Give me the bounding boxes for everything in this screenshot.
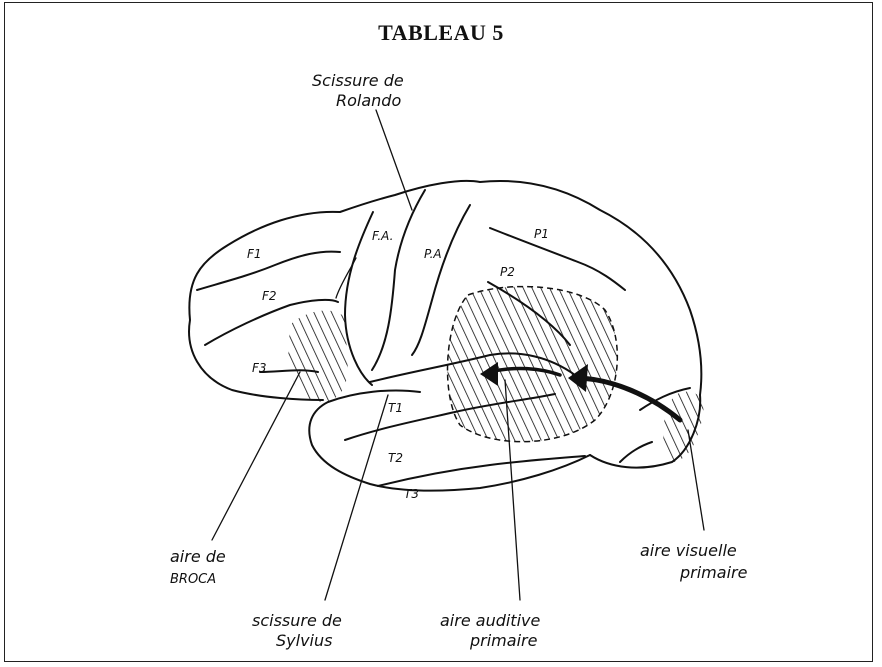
broca-area-hatch — [288, 311, 348, 402]
sylvius-label-line2: Sylvius — [276, 631, 332, 650]
region-t3: T3 — [404, 487, 419, 501]
region-t1: T1 — [388, 401, 403, 415]
broca-label-line2: BROCA — [170, 572, 216, 587]
sylvius-label-line1: scissure de — [252, 611, 342, 630]
brain-outline — [189, 181, 701, 491]
frontal-sulcus-3 — [260, 370, 318, 372]
visuelle-label-line1: aire visuelle — [640, 541, 737, 560]
sylvius-leader — [325, 395, 388, 600]
auditive-label-line2: primaire — [469, 631, 538, 650]
temporal-sulcus-3 — [620, 442, 652, 462]
visuelle-leader — [688, 430, 704, 530]
region-f2: F2 — [262, 289, 277, 303]
broca-label-line1: aire de — [170, 547, 226, 566]
region-p2: P2 — [500, 265, 515, 279]
region-f3: F3 — [252, 361, 267, 375]
visuelle-label-line2: primaire — [679, 563, 748, 582]
rolando-label-line1: Scissure de — [312, 71, 404, 90]
region-f1: F1 — [247, 247, 262, 261]
auditive-label-line1: aire auditive — [440, 611, 540, 630]
region-t2: T2 — [388, 451, 403, 465]
rolando-label-line2: Rolando — [336, 91, 401, 110]
frontal-sulcus-1 — [197, 252, 340, 290]
intraparietal-sulcus — [490, 228, 625, 290]
region-fa: F.A. — [372, 229, 393, 243]
precentral-sulcus — [345, 212, 373, 385]
broca-leader — [212, 372, 300, 540]
region-p1: P1 — [534, 227, 549, 241]
region-pa: P.A — [424, 247, 442, 261]
central-sulcus — [372, 190, 425, 370]
